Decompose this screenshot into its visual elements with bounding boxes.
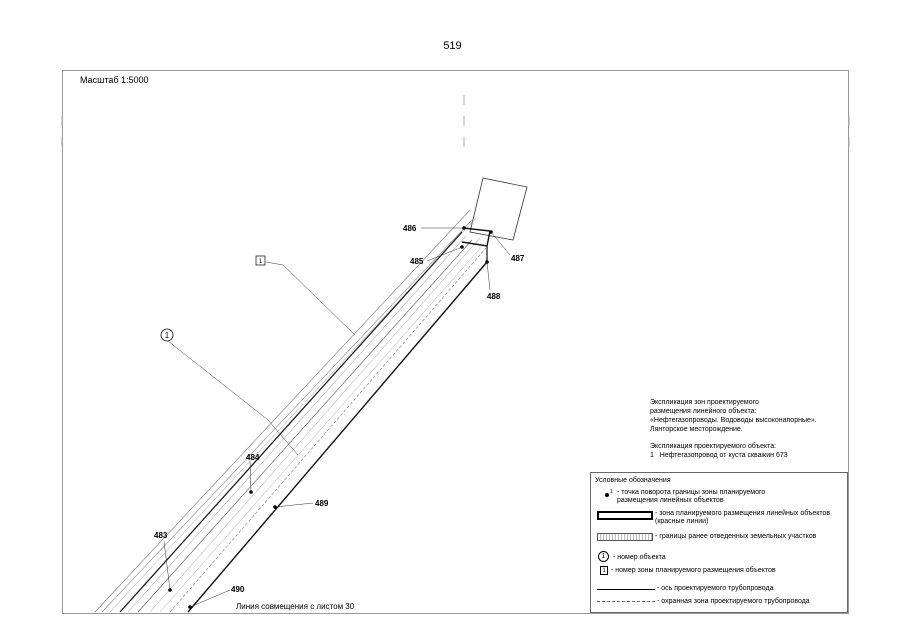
legend-title: Условные обозначения [595,477,671,484]
object-number-icon: 1 [598,551,609,562]
point-label-483: 483 [154,531,168,540]
point-label-489: 489 [315,499,329,508]
scale-label: Масштаб 1:5000 [80,75,149,85]
point-label-488: 488 [487,292,501,301]
legend-zone-text1: - зона планируемого размещения линейных … [655,510,831,517]
legend-row-axis: - ось проектируемого трубопровода [591,585,849,605]
point-label-485: 485 [410,257,424,266]
explication-object-name: Нефтегазопровод от куста скважин 673 [659,452,788,459]
pipeline-corridor [94,209,491,613]
page-number: 519 [443,40,462,52]
legend-row-parcel: - границы ранее отведенных земельных уча… [591,531,849,551]
legend-axis-text: - ось проектируемого трубопровода [657,585,774,592]
object-marker-label: 1 [165,331,170,340]
explication-block: Экспликация зон проектируемого размещени… [650,398,845,460]
point-label-487: 487 [511,254,525,263]
frame-ticks [61,95,850,147]
legend-row-zone: - зона планируемого размещения линейных … [591,509,849,529]
parcel-boundary-icon [597,533,653,541]
object-marker-circle [160,328,174,342]
well-pad [469,177,528,241]
turning-point-sup: 1 [610,489,613,495]
turning-points [168,226,493,609]
legend-row-turning-point: 1 - точка поворота границы зоны планируе… [591,487,849,507]
explication-object-number: 1 [650,452,654,459]
pipeline-axis-icon [597,589,655,590]
legend-zone-number-text: - номер зоны планируемого размещения объ… [611,567,776,574]
point-label-486: 486 [403,224,417,233]
explication-object-title: Экспликация проектируемого объекта: [650,443,777,450]
legend-object-text: - номер объекта [613,554,666,561]
combine-line-label: Линия совмещения с листом 30 [236,602,355,611]
map-frame [62,70,849,614]
legend-guard-text: - охранная зона проектируемого трубопров… [657,598,810,605]
explication-zones-line1: Экспликация зон проектируемого [650,399,759,406]
legend-dot-text2: размещения линейных объектов [617,497,724,504]
explication-zones-line2: размещения линейного объекта: [650,408,757,415]
legend-row-zone-number: 1 - номер зоны планируемого размещения о… [591,565,849,585]
zone-marker-box [255,255,266,266]
legend: Условные обозначения 1 - точка поворота … [590,472,848,613]
legend-dot-text1: - точка поворота границы зоны планируемо… [617,489,766,496]
legend-parcel-text: - границы ранее отведенных земельных уча… [655,533,817,540]
guard-zone-icon [597,601,655,602]
point-label-490: 490 [231,585,245,594]
explication-object-row: 1 Нефтегазопровод от куста скважин 673 [650,451,845,460]
zone-boundary-icon [597,511,653,520]
zone-number-icon: 1 [600,566,608,575]
point-label-484: 484 [246,453,260,462]
legend-row-guard: - охранная зона проектируемого трубопров… [591,597,849,617]
legend-row-object: 1 - номер объекта [591,550,849,570]
zone-marker-label: 1 [259,259,263,265]
explication-zones-line3: «Нефтегазопроводы. Водоводы высоконапорн… [650,417,817,424]
turning-point-icon [605,493,609,497]
explication-zones-line4: Лянторское месторождение. [650,426,743,433]
leader-lines [163,227,511,608]
legend-zone-text2: (красные линии) [655,518,709,525]
